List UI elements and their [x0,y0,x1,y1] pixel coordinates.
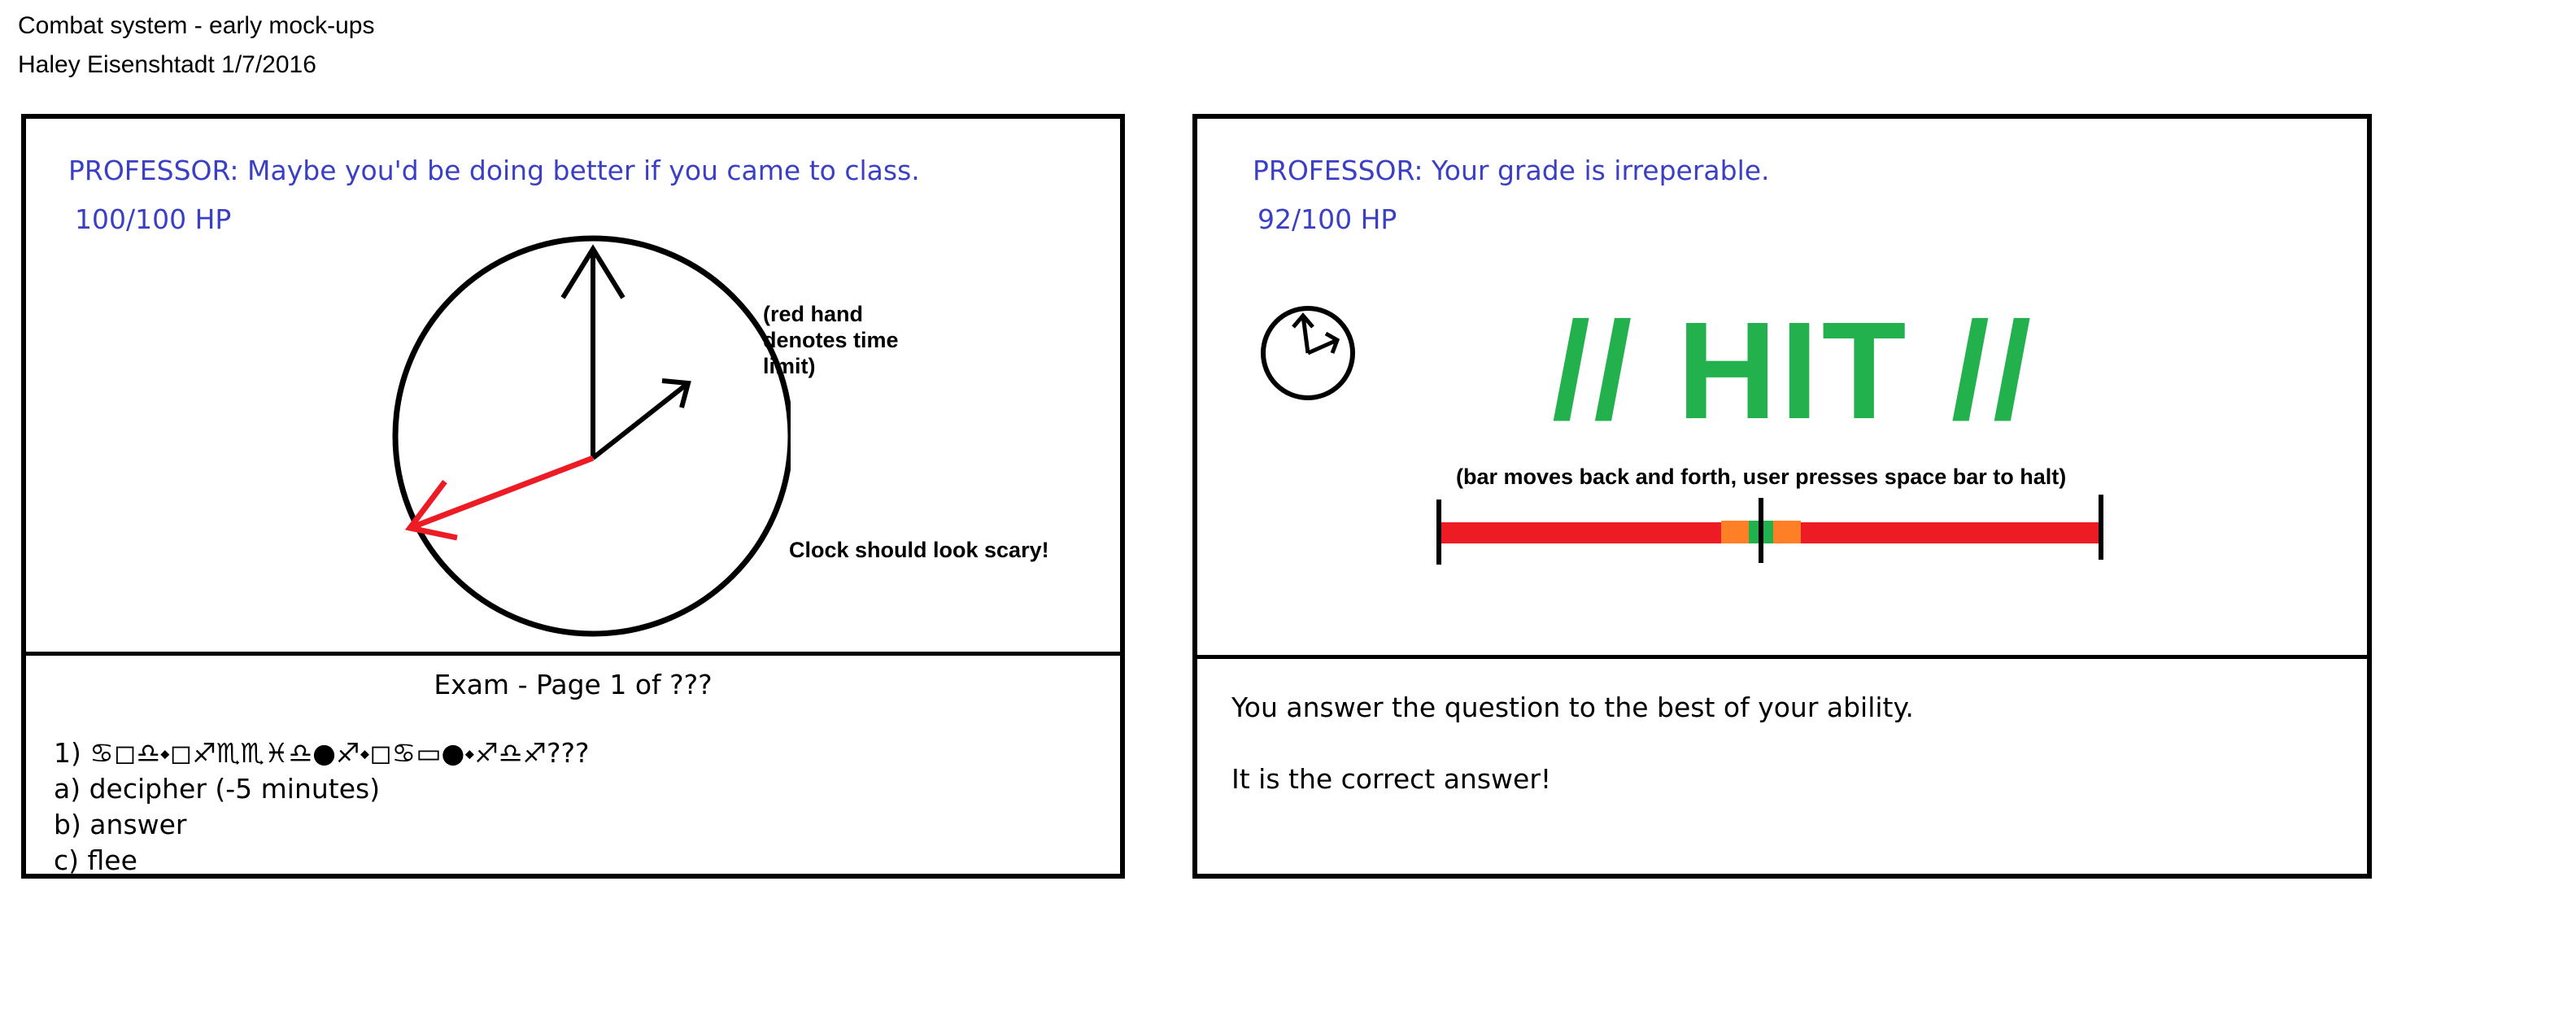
clock-icon [392,235,791,637]
time-limit-hand [408,455,595,531]
small-hand-up-head [1292,312,1314,329]
result-line-2: It is the correct answer! [1231,763,1552,795]
exam-page-title: Exam - Page 1 of ??? [434,669,713,700]
clock-face-small [1261,306,1355,400]
professor-dialogue: PROFESSOR: Maybe you'd be doing better i… [68,155,920,186]
combat-panel-left: PROFESSOR: Maybe you'd be doing better i… [21,114,1125,879]
scary-clock-note: Clock should look scary! [789,538,1049,562]
timing-bar-red-left [1440,522,1734,543]
option-decipher[interactable]: a) decipher (-5 minutes) [54,773,381,805]
timing-bar-left-end [1436,500,1441,565]
professor-dialogue: PROFESSOR: Your grade is irreperable. [1253,155,1770,186]
timing-bar-red-right [1801,522,2099,543]
result-line-1: You answer the question to the best of y… [1231,692,1914,723]
small-hand-right [1306,338,1339,356]
battle-view-right: PROFESSOR: Your grade is irreperable. 92… [1197,119,2367,659]
author-date: Haley Eisenshtadt 1/7/2016 [18,51,316,78]
timing-bar[interactable] [1435,495,2110,568]
battle-view-left: PROFESSOR: Maybe you'd be doing better i… [26,119,1120,656]
red-hand-note: (red hand denotes time limit) [763,302,899,378]
arrow-diagonal-head [661,378,691,408]
option-flee[interactable]: c) flee [54,844,137,876]
arrow-up-head [560,244,625,299]
timing-bar-cursor[interactable] [1759,498,1763,563]
time-limit-arrow-head [404,479,458,541]
hit-label: // HIT // [1552,294,2035,448]
hp-counter: 92/100 HP [1257,203,1397,235]
result-area: You answer the question to the best of y… [1197,659,2367,874]
mockup-title: Combat system - early mock-ups [18,12,375,39]
clock-hand-diagonal [591,381,690,460]
exam-area: Exam - Page 1 of ??? 1) ♋◻♎⬩◻♐♏♏♓♎●♐⬩◻♋▭… [26,656,1120,876]
hp-counter: 100/100 HP [75,203,232,235]
small-hand-up [1301,315,1310,354]
clock-face [392,235,791,637]
timing-bar-orange-left [1721,521,1749,543]
option-answer[interactable]: b) answer [54,809,187,840]
timing-bar-right-end [2099,495,2103,560]
combat-panel-right: PROFESSOR: Your grade is irreperable. 92… [1192,114,2372,879]
timing-bar-note: (bar moves back and forth, user presses … [1456,465,2067,489]
small-hand-right-head [1324,331,1340,354]
clock-icon [1261,306,1355,400]
exam-question: 1) ♋◻♎⬩◻♐♏♏♓♎●♐⬩◻♋▭●⬩♐♎♐??? [54,737,590,769]
timing-bar-orange-right [1773,521,1801,543]
